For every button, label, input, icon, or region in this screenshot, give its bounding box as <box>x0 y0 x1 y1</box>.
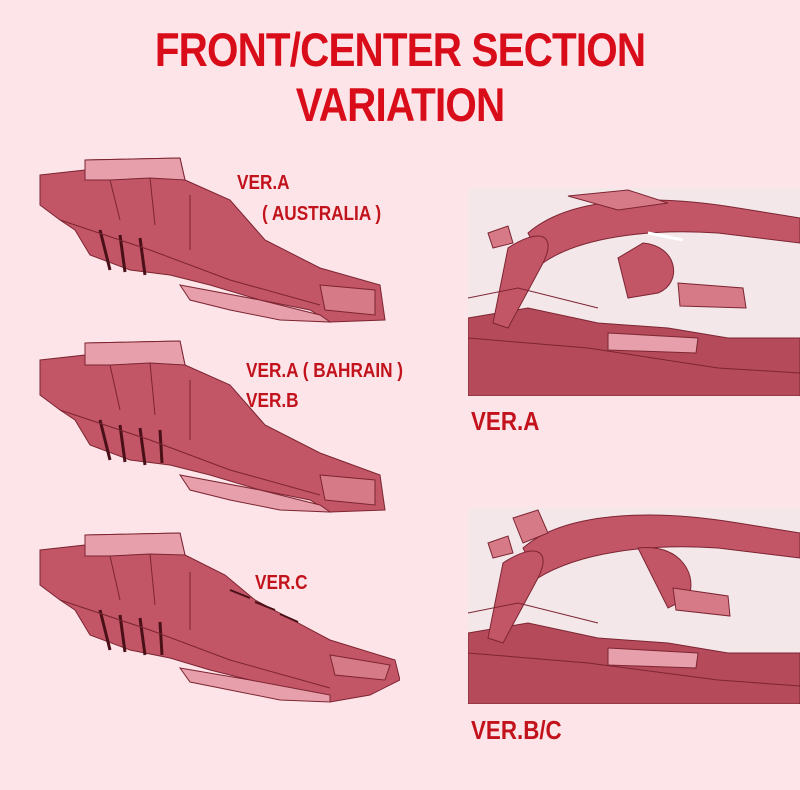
chassis-render-ver-c <box>30 530 400 715</box>
label-ver-a-australia: ( AUSTRALIA ) <box>262 203 382 225</box>
label-ver-a-bahrain: VER.A ( BAHRAIN ) <box>246 360 404 382</box>
halo-detail-ver-b-c <box>468 508 800 704</box>
halo-detail-ver-a <box>468 188 800 396</box>
chassis-render-ver-a-australia <box>30 150 390 335</box>
label-ver-b: VER.B <box>246 390 299 412</box>
label-ver-a-line1: VER.A <box>237 172 290 194</box>
label-right-ver-a: VER.A <box>471 406 540 436</box>
chassis-render-ver-a-bahrain-ver-b <box>30 335 390 520</box>
page-title: FRONT/CENTER SECTION VARIATION <box>154 23 646 131</box>
label-ver-c: VER.C <box>255 572 308 594</box>
label-right-ver-b-c: VER.B/C <box>471 715 562 745</box>
